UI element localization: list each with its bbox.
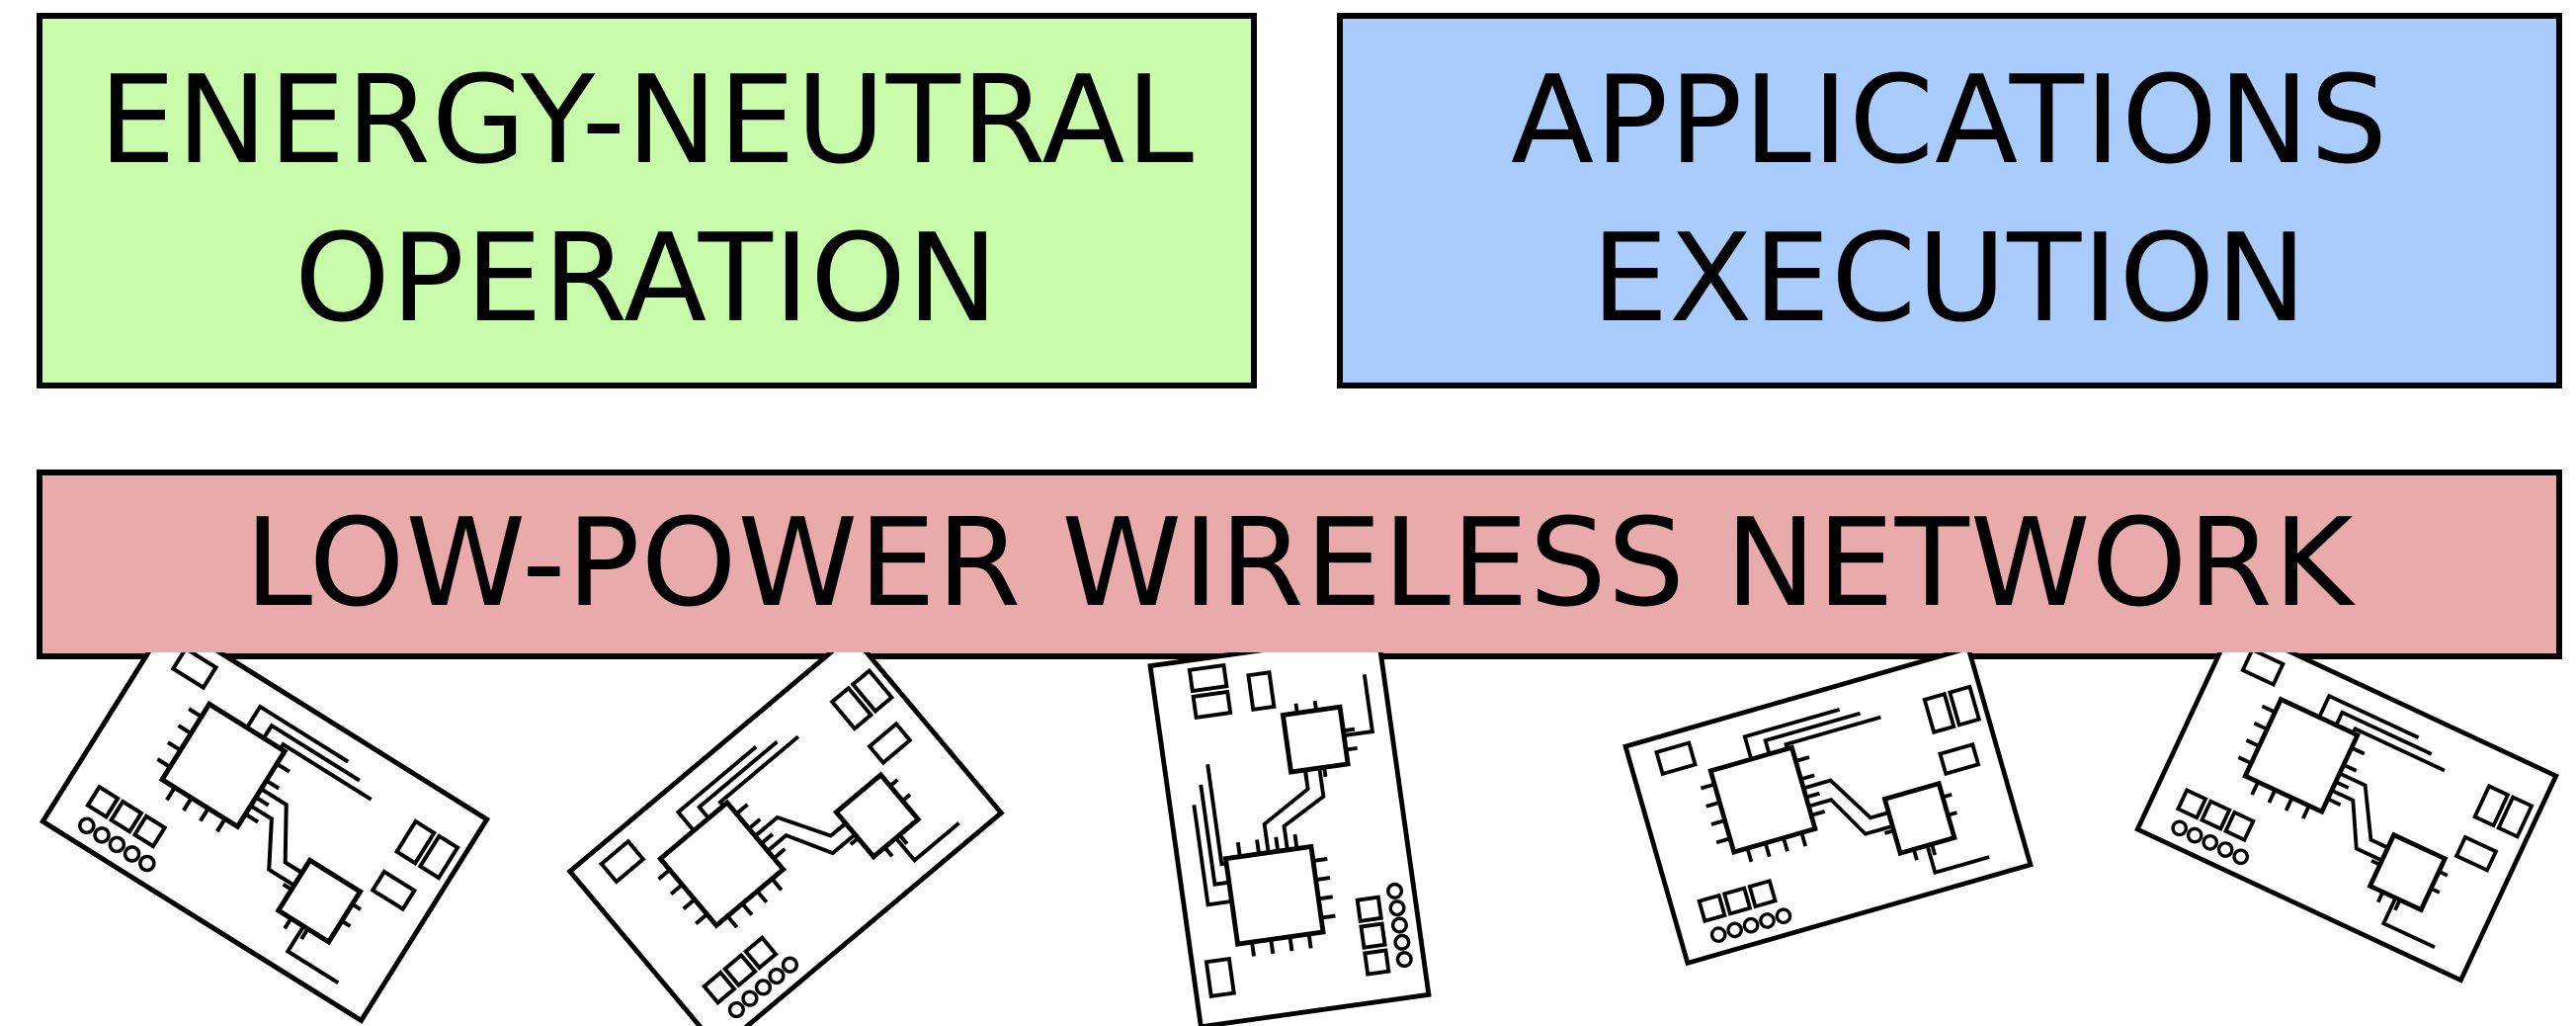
energy-box-line2: OPERATION — [293, 209, 999, 350]
sensor-nodes — [0, 652, 2576, 1026]
circuit-board-icon — [42, 652, 486, 1020]
applications-execution-box: APPLICATIONS EXECUTION — [1337, 13, 2562, 388]
low-power-wireless-network-box: LOW-POWER WIRELESS NETWORK — [37, 470, 2562, 659]
circuit-board-icon — [570, 652, 1001, 1026]
network-label: LOW-POWER WIRELESS NETWORK — [244, 493, 2355, 635]
applications-execution-label: APPLICATIONS EXECUTION — [1511, 43, 2388, 359]
circuit-board-icon — [2137, 652, 2556, 981]
circuit-board-icon — [1150, 652, 1429, 1026]
energy-box-line1: ENERGY-NEUTRAL — [98, 50, 1196, 192]
energy-neutral-operation-box: ENERGY-NEUTRAL OPERATION — [37, 13, 1257, 388]
apps-box-line2: EXECUTION — [1591, 209, 2308, 350]
circuit-board-icon — [1625, 652, 2031, 963]
apps-box-line1: APPLICATIONS — [1510, 50, 2389, 192]
energy-neutral-operation-label: ENERGY-NEUTRAL OPERATION — [99, 43, 1195, 359]
